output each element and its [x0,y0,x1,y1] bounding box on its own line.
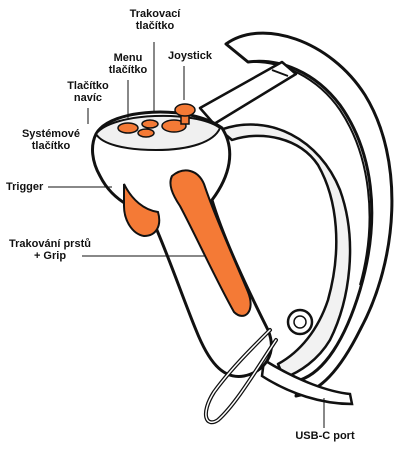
label-usb-c-port: USB-C port [290,430,360,442]
joystick-cap [175,104,195,116]
label-menu-button-line2: tlačítko [100,64,156,76]
label-joystick-text: Joystick [164,50,216,62]
label-extra-button-line1: Tlačítko [56,80,120,92]
label-extra-button: Tlačítko navíc [56,80,120,104]
label-finger-tracking-grip-line1: Trakování prstů [0,238,100,250]
label-system-button-line1: Systémové [16,128,86,140]
label-trigger: Trigger [6,181,43,193]
label-joystick: Joystick [164,50,216,62]
label-tracking-button-line1: Trakovací [120,8,190,20]
system-button [138,129,154,137]
label-system-button-line2: tlačítko [16,140,86,152]
label-tracking-button-line2: tlačítko [120,20,190,32]
label-usb-c-port-text: USB-C port [290,430,360,442]
label-menu-button-line1: Menu [100,52,156,64]
connector-arm [200,62,296,124]
extra-button [118,123,138,133]
menu-button [142,120,158,128]
label-finger-tracking-grip-line2: + Grip [0,250,100,262]
label-system-button: Systémové tlačítko [16,128,86,152]
label-menu-button: Menu tlačítko [100,52,156,76]
label-extra-button-line2: navíc [56,92,120,104]
label-trigger-text: Trigger [6,181,43,193]
label-finger-tracking-grip: Trakování prstů + Grip [0,238,100,262]
lanyard-mount [288,310,312,334]
handle-body [93,112,272,376]
label-tracking-button: Trakovací tlačítko [120,8,190,32]
